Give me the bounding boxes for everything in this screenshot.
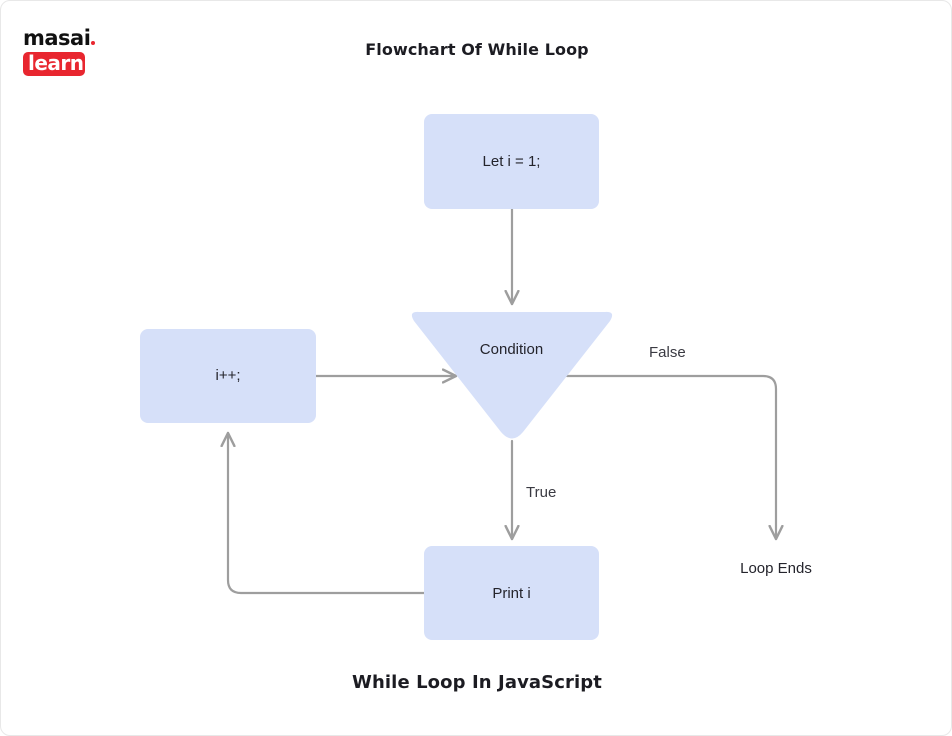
edge-label-false: False — [649, 344, 686, 361]
logo-dot-icon — [91, 41, 96, 45]
node-condition-triangle[interactable] — [411, 311, 613, 439]
logo-masai-word: masai — [23, 26, 91, 50]
node-init-box[interactable] — [424, 114, 599, 209]
logo-text-masai: masai — [23, 28, 101, 50]
edge-label-true: True — [526, 484, 557, 501]
edge-condition-to-loop-ends — [565, 374, 776, 539]
node-loop-ends-label: Loop Ends — [740, 560, 812, 577]
masai-learn-logo: masai learn — [23, 28, 101, 76]
node-print-label: Print i — [492, 585, 531, 602]
node-print-box[interactable] — [424, 546, 599, 640]
page-caption: While Loop In JavaScript — [352, 672, 602, 693]
edge-print-to-increment — [228, 433, 426, 595]
logo-text-learn: learn — [23, 52, 85, 76]
page-title: Flowchart Of While Loop — [365, 40, 589, 59]
node-increment-label: i++; — [215, 367, 241, 384]
node-condition-label: Condition — [479, 341, 544, 358]
node-increment-box[interactable] — [140, 329, 316, 423]
node-init-label: Let i = 1; — [482, 153, 541, 170]
